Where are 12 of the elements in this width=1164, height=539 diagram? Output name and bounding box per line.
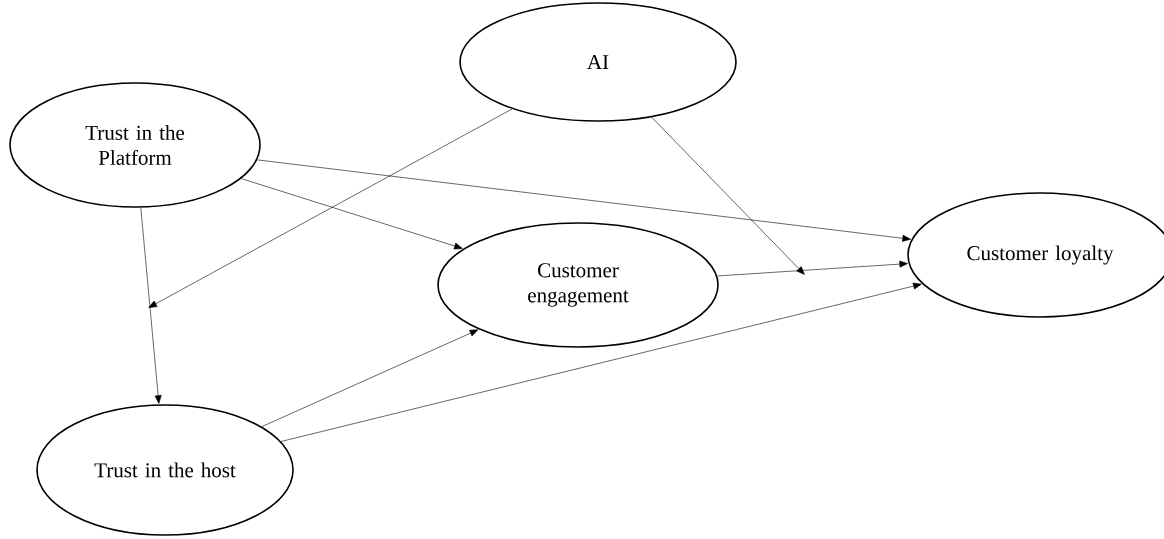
arrow — [280, 282, 922, 442]
arrow — [651, 116, 805, 275]
arrow — [148, 108, 513, 308]
arrow — [241, 178, 463, 250]
arrow — [140, 207, 162, 404]
ellipse-node: Trust in the host — [36, 404, 294, 536]
arrow — [717, 260, 908, 277]
ellipse-node: Trust in the Platform — [9, 82, 261, 208]
ellipse-node: Customer engagement — [437, 222, 719, 348]
arrow — [261, 329, 479, 427]
arrow — [256, 159, 911, 242]
ellipse-node: AI — [459, 2, 737, 122]
